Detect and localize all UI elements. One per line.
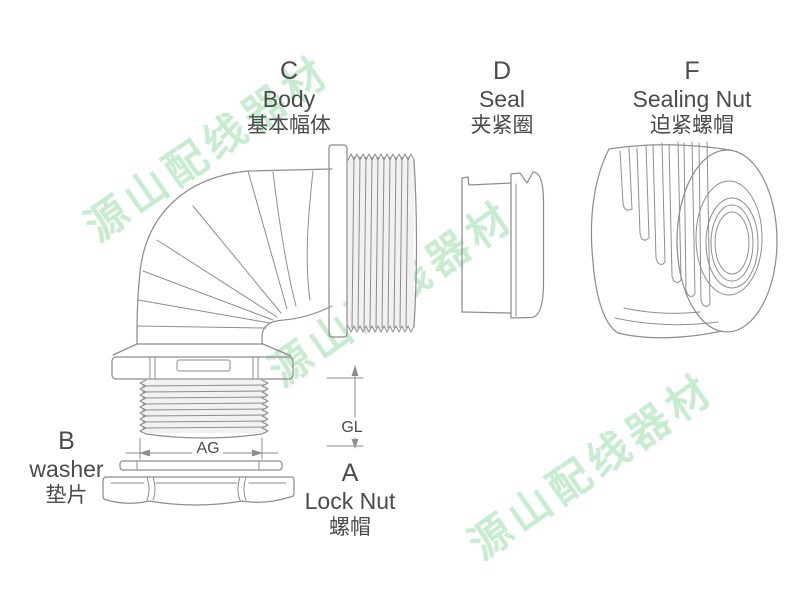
seal-letter: D: [492, 57, 512, 85]
ag-dimension: [125, 437, 279, 460]
sealing-nut-drawing: [590, 141, 778, 339]
body-drawing: [111, 144, 418, 439]
body-letter: C: [279, 57, 299, 85]
sealing-nut-letter: F: [684, 57, 700, 85]
sealing-nut-name-zh: 迫紧螺帽: [650, 114, 734, 137]
seal-name-zh: 夹紧圈: [470, 114, 534, 137]
seal-name-en: Seal: [478, 86, 526, 112]
body-name-zh: 基本幅体: [247, 114, 331, 137]
label-seal: D Seal 夹紧圈: [427, 56, 577, 139]
gl-dimension: [326, 365, 364, 449]
washer-name-en: washer: [29, 456, 104, 482]
washer-drawing: [119, 460, 283, 471]
label-body: C Body 基本幅体: [214, 56, 364, 139]
body-name-en: Body: [262, 86, 316, 112]
label-sealing-nut: F Sealing Nut 迫紧螺帽: [592, 56, 792, 139]
sealing-nut-name-en: Sealing Nut: [632, 86, 752, 112]
label-lock-nut: A Lock Nut 螺帽: [275, 458, 425, 541]
lock-nut-name-zh: 螺帽: [329, 516, 371, 539]
lock-nut-letter: A: [341, 459, 359, 487]
washer-name-zh: 垫片: [45, 484, 88, 507]
lock-nut-name-en: Lock Nut: [304, 488, 396, 514]
washer-letter: B: [58, 427, 75, 455]
label-washer: B washer 垫片: [4, 426, 129, 509]
lock-nut-drawing: [102, 476, 295, 506]
dimension-label-ag: AG: [196, 440, 220, 457]
seal-drawing: [461, 171, 545, 319]
dimension-label-gl: GL: [341, 419, 363, 436]
